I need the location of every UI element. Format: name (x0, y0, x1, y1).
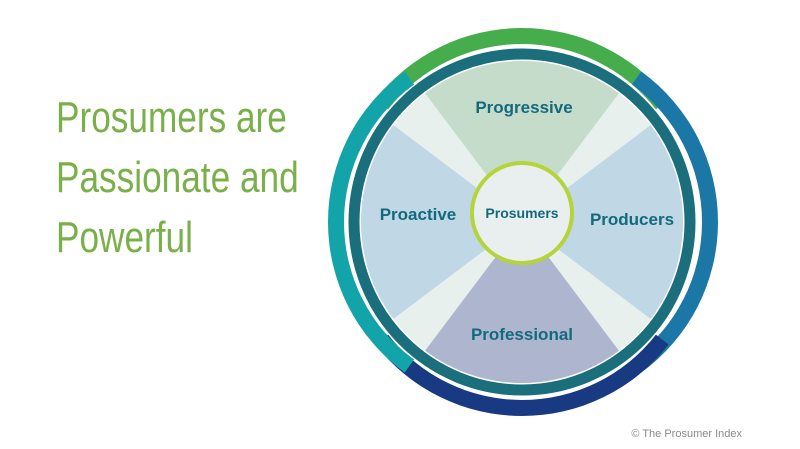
segment-producers (522, 125, 683, 319)
arc-professional (375, 334, 669, 417)
headline-line-1: Prosumers are (56, 93, 287, 142)
segment-professional (425, 222, 619, 384)
label-progressive: Progressive (475, 98, 572, 117)
center-label: Prosumers (485, 205, 558, 221)
label-producers: Producers (590, 210, 674, 229)
center-circle (470, 161, 574, 265)
arc-progressive (375, 27, 669, 110)
headline-line-2: Passionate and (56, 153, 299, 202)
headline-line-3: Powerful (56, 213, 193, 262)
headline: Prosumers are Passionate and Powerful (56, 88, 299, 268)
segment-progressive (425, 61, 619, 222)
outer-ring (348, 48, 696, 396)
arc-producers (631, 71, 718, 373)
copyright-notice: © The Prosumer Index (631, 428, 742, 440)
segment-proactive (360, 125, 522, 319)
label-proactive: Proactive (380, 205, 457, 224)
arc-proactive (327, 71, 415, 373)
label-professional: Professional (471, 325, 573, 344)
